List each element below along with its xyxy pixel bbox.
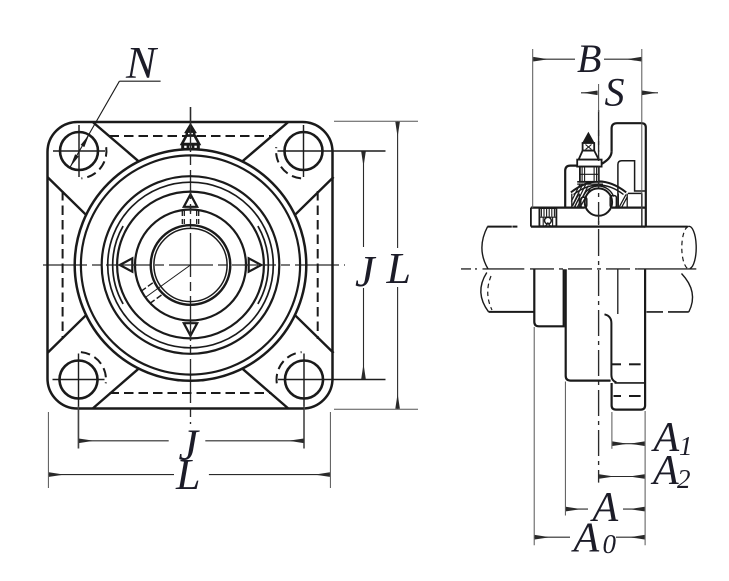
svg-text:B: B xyxy=(577,36,601,81)
svg-text:0: 0 xyxy=(603,529,617,559)
svg-text:L: L xyxy=(175,450,200,499)
svg-text:S: S xyxy=(605,70,625,115)
svg-text:L: L xyxy=(386,244,411,293)
svg-text:2: 2 xyxy=(677,464,691,494)
svg-text:A: A xyxy=(650,448,679,494)
svg-text:1: 1 xyxy=(679,431,693,461)
svg-text:J: J xyxy=(355,247,377,296)
svg-text:A: A xyxy=(590,485,619,531)
svg-text:A: A xyxy=(651,415,680,461)
svg-text:A: A xyxy=(571,516,600,562)
svg-text:N: N xyxy=(125,38,159,88)
svg-text:J: J xyxy=(179,421,201,470)
